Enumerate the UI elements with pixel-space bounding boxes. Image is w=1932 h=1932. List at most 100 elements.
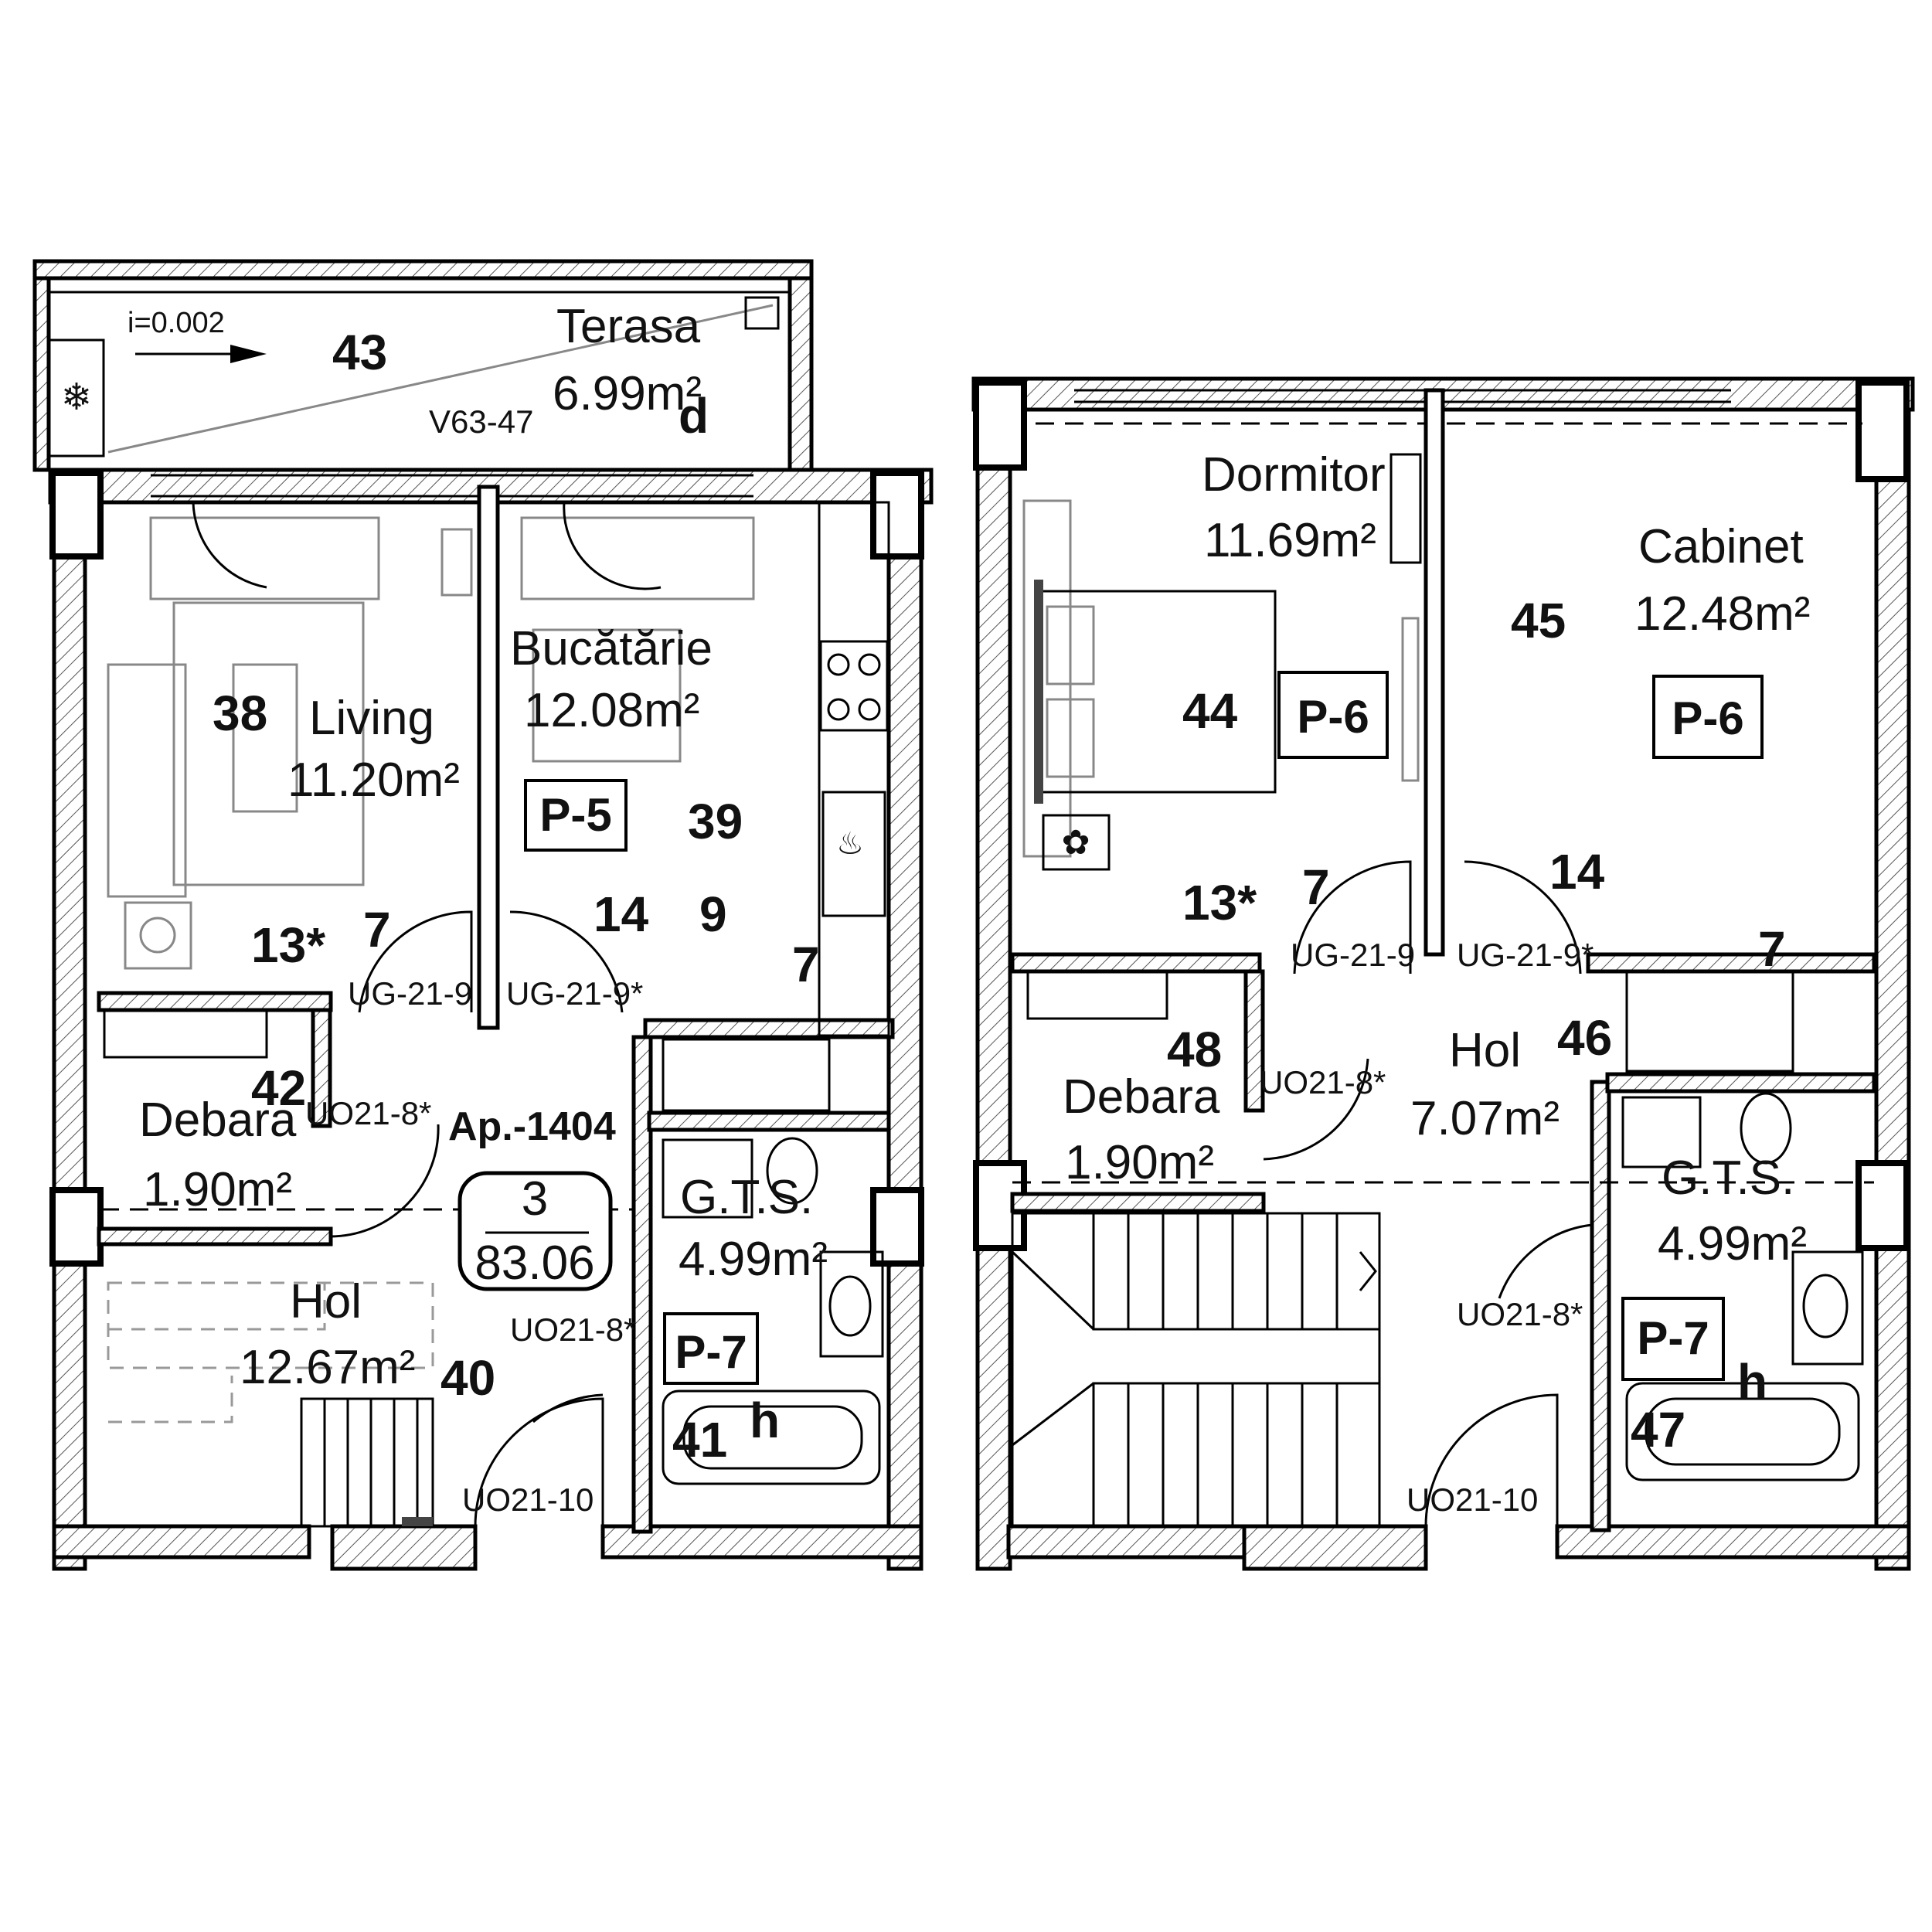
wall-bed-office bbox=[1423, 388, 1445, 957]
washing-machine bbox=[1621, 1096, 1702, 1168]
kitchen-name: Bucătărie bbox=[510, 622, 713, 675]
bath-code: P-7 bbox=[1637, 1312, 1709, 1364]
kitchen-sink bbox=[821, 791, 886, 917]
storage-area: 1.90m² bbox=[1065, 1136, 1214, 1189]
level-1-labels: i=0.002 43 Terasa 6.99m² V63-47 d 38 Liv… bbox=[128, 300, 828, 1518]
office-code: P-6 bbox=[1672, 692, 1743, 744]
door-tag: UG-21-9* bbox=[506, 975, 643, 1012]
door-swing-terrace bbox=[563, 502, 662, 590]
room-code-box bbox=[524, 779, 628, 852]
coffee-table bbox=[232, 663, 298, 813]
wall-south-2 bbox=[330, 1524, 478, 1571]
mark-7a: 7 bbox=[1302, 859, 1330, 915]
sofa bbox=[107, 663, 187, 898]
hall-name: Hol bbox=[290, 1275, 362, 1328]
door-tag: UO21-8* bbox=[1457, 1296, 1583, 1332]
bath-name: G.T.S. bbox=[680, 1171, 813, 1224]
hall-area: 7.07m² bbox=[1410, 1092, 1560, 1145]
terrace-name: Terasa bbox=[556, 300, 701, 353]
snowflake-icon: ❄ bbox=[61, 377, 92, 418]
terrace-area: 6.99m² bbox=[553, 367, 702, 420]
living-area: 11.20m² bbox=[287, 753, 460, 807]
wall-south-1 bbox=[1006, 1524, 1258, 1560]
wall-bath-top bbox=[1586, 952, 1876, 974]
wall-storage-top bbox=[1010, 952, 1262, 974]
door-swing bbox=[532, 1393, 604, 1423]
bed-headboard bbox=[1034, 580, 1043, 804]
hall-number: 46 bbox=[1557, 1010, 1612, 1066]
hall-area: 12.67m² bbox=[240, 1341, 415, 1394]
wall-south-3 bbox=[1555, 1524, 1911, 1560]
pillow bbox=[1046, 698, 1095, 778]
door-tag: UO21-8* bbox=[510, 1311, 636, 1348]
mark-7a: 7 bbox=[363, 902, 391, 957]
level-1-plan: ❄ bbox=[32, 259, 934, 1571]
door-swing bbox=[1293, 860, 1412, 975]
arrow-right-icon bbox=[230, 345, 267, 363]
hall-number: 40 bbox=[440, 1350, 495, 1406]
door-swing-terrace bbox=[192, 502, 267, 589]
wall-bath-top bbox=[643, 1018, 895, 1039]
terrace-mark-d: d bbox=[679, 388, 709, 444]
room-code-box bbox=[1652, 675, 1764, 759]
stair-winder bbox=[1011, 1250, 1095, 1331]
bathtub-inner bbox=[682, 1405, 863, 1470]
door-swing bbox=[509, 910, 624, 1013]
kitchen-code: P-5 bbox=[539, 789, 611, 841]
mark-14: 14 bbox=[1549, 844, 1605, 900]
wall-storage-bottom bbox=[1010, 1192, 1266, 1213]
boiler-closet bbox=[662, 1038, 831, 1112]
stair-winder bbox=[1012, 1382, 1094, 1447]
wall-east bbox=[1874, 407, 1911, 1571]
office-number: 45 bbox=[1511, 593, 1566, 648]
wall-bath-inner bbox=[647, 1111, 891, 1132]
mark-7b: 7 bbox=[1758, 921, 1786, 977]
door-tag: UG-21-9* bbox=[1457, 937, 1594, 973]
mark-13: 13* bbox=[251, 917, 325, 973]
stair-flight-lower bbox=[1092, 1382, 1381, 1528]
door-swing bbox=[1464, 860, 1582, 975]
storage-name: Debara bbox=[139, 1094, 297, 1147]
storage-name: Debara bbox=[1063, 1070, 1220, 1124]
terrace-slope: i=0.002 bbox=[128, 307, 225, 339]
door-tag: UO21-10 bbox=[1406, 1481, 1538, 1518]
living-number: 38 bbox=[213, 685, 267, 741]
mark-14: 14 bbox=[594, 886, 649, 942]
wall-bath-left bbox=[1590, 1080, 1611, 1532]
stair-block bbox=[1011, 1212, 1381, 1528]
basin-icon bbox=[1802, 1274, 1849, 1338]
nightstand bbox=[1042, 814, 1111, 871]
bath-number: 47 bbox=[1631, 1402, 1685, 1458]
room-code-box bbox=[663, 1312, 759, 1385]
stair-arrow-icon bbox=[1359, 1251, 1377, 1291]
wardrobe bbox=[1022, 499, 1072, 858]
terrace-parapet-left bbox=[32, 276, 51, 472]
tap-icon: ♨ bbox=[836, 827, 864, 861]
wall-storage-right bbox=[1243, 969, 1265, 1113]
door-tag: UO21-8* bbox=[305, 1095, 431, 1131]
bathtub bbox=[1625, 1382, 1860, 1481]
room-code-box bbox=[1621, 1297, 1725, 1381]
ac-unit bbox=[48, 338, 105, 457]
bath-area: 4.99m² bbox=[1658, 1217, 1807, 1270]
terrace-number: 43 bbox=[332, 325, 387, 380]
radiator bbox=[1389, 453, 1422, 564]
bathtub bbox=[662, 1389, 881, 1485]
electric-panel bbox=[103, 1009, 268, 1059]
door-swing-entry bbox=[474, 1397, 604, 1527]
bedroom-name: Dormitor bbox=[1202, 448, 1386, 502]
door-leaf bbox=[1401, 617, 1420, 782]
wall-living-kitchen bbox=[477, 485, 500, 1030]
door-swing bbox=[329, 1124, 440, 1238]
bath-mark-h: h bbox=[750, 1393, 780, 1448]
burner-icon bbox=[827, 653, 850, 676]
bedroom-code: P-6 bbox=[1297, 691, 1369, 743]
stair-flight bbox=[300, 1397, 434, 1528]
bathtub-inner bbox=[1645, 1397, 1841, 1466]
terrace-parapet-right bbox=[787, 276, 814, 472]
column bbox=[49, 470, 104, 560]
storage-number: 48 bbox=[1167, 1022, 1222, 1077]
radiator bbox=[520, 516, 755, 600]
dining-table bbox=[532, 628, 682, 763]
